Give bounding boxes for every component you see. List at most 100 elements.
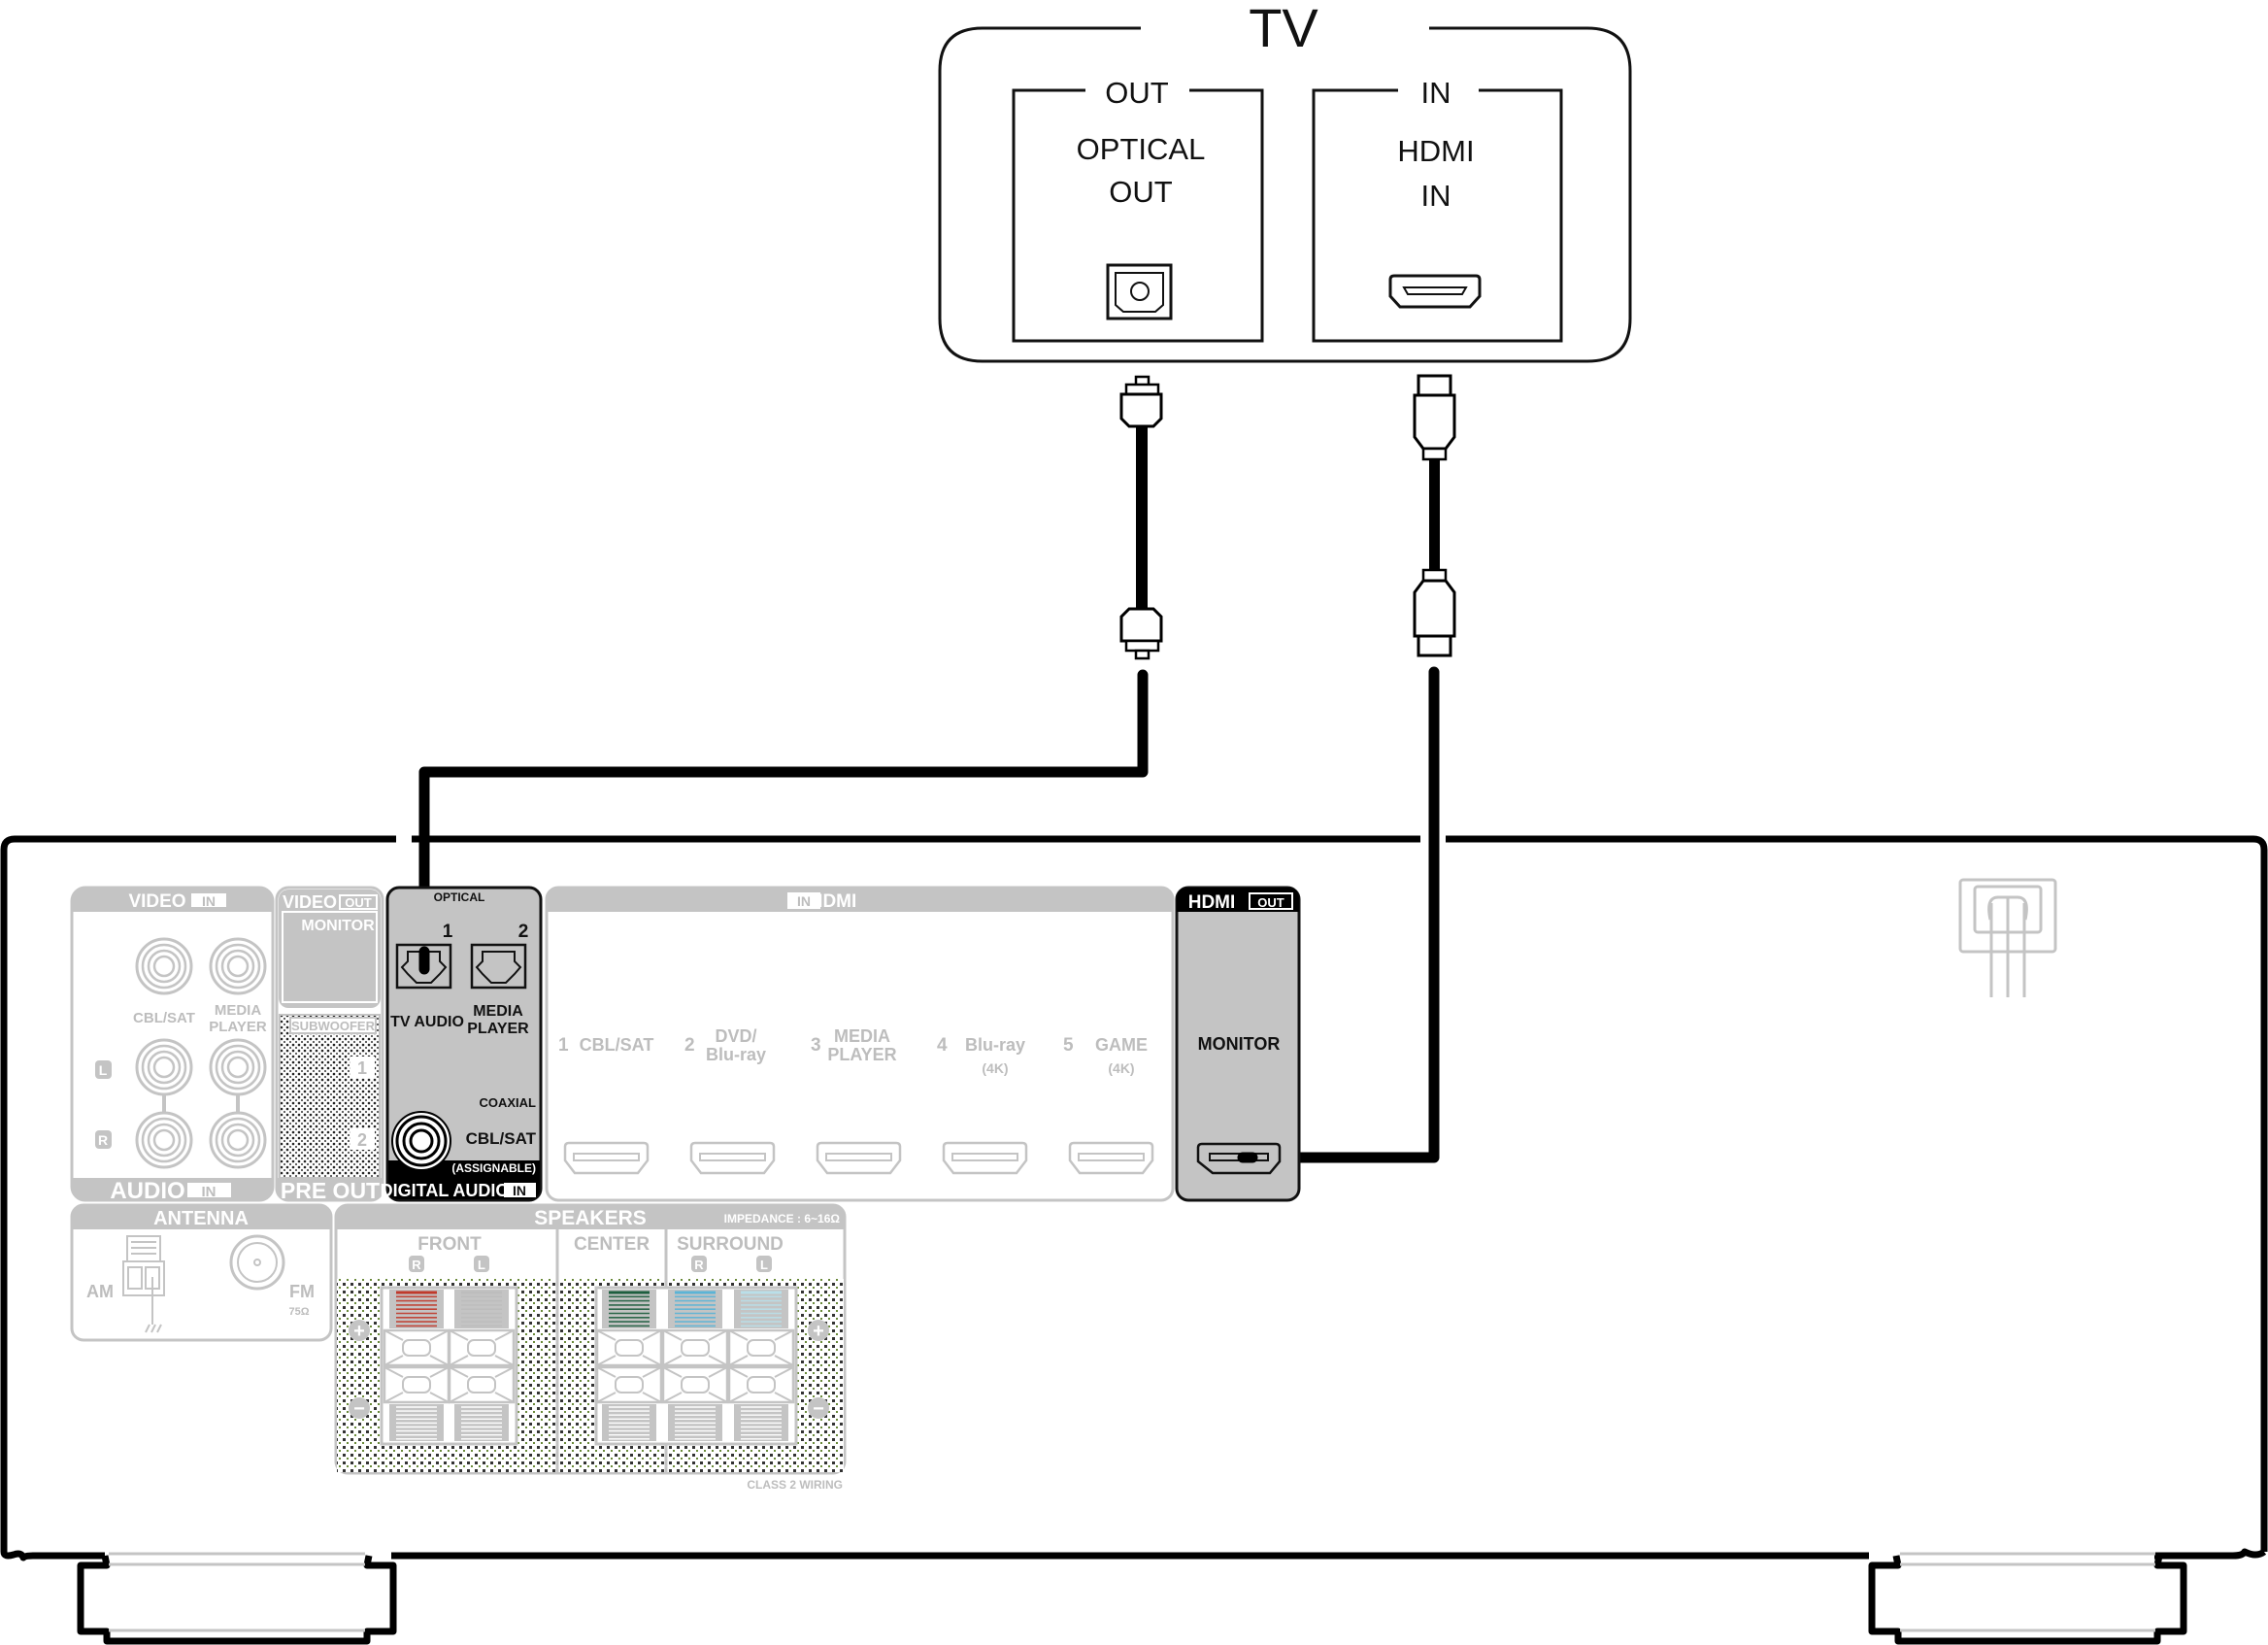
hdmi-in-badge: IN <box>797 893 811 909</box>
hdmi-in-number: 4 <box>937 1035 948 1056</box>
tv-in-panel: IN HDMI IN <box>1312 76 1563 343</box>
hdmi-out-header: HDMI <box>1188 892 1236 913</box>
svg-text:+: + <box>813 1321 824 1342</box>
speakers-header: SPEAKERS <box>534 1207 647 1229</box>
video-out-header: VIDEO <box>283 892 337 912</box>
digital-audio-in-panel: OPTICAL 1 2 TV AUDIO MEDIA PLAYER COAXIA… <box>381 886 543 1202</box>
optical-label: OPTICAL <box>434 890 485 904</box>
video-in-header: VIDEO <box>128 891 185 912</box>
video-out-monitor-label: MONITOR <box>301 918 375 934</box>
svg-text:R: R <box>412 1258 421 1272</box>
plus-sign-left: + <box>349 1320 370 1342</box>
hdmi-in-label: CBL/SAT <box>580 1035 654 1055</box>
video-out-pre-out-panel: VIDEO OUT MONITOR SUBWOOFER 1 2 PRE OUT <box>275 886 384 1203</box>
svg-text:+: + <box>353 1321 365 1342</box>
hdmi-out-panel: HDMI OUT MONITOR <box>1175 886 1301 1202</box>
optical-port-2-number: 2 <box>518 922 529 942</box>
speaker-terminal-front-l[interactable] <box>448 1290 516 1441</box>
tv-out-frame <box>1012 88 1264 343</box>
video-in-media-label-1: MEDIA <box>215 1002 262 1019</box>
speaker-terminal-front-r[interactable] <box>383 1290 450 1441</box>
hdmi-in-4-port[interactable] <box>942 1141 1028 1175</box>
audio-in-badge-bg <box>187 1183 231 1197</box>
video-in-cbl-sat-jack[interactable] <box>135 937 193 995</box>
coaxial-in-jack[interactable] <box>391 1111 451 1171</box>
hdmi-in-1-port[interactable] <box>563 1141 650 1175</box>
hdmi-in-number: 3 <box>811 1035 821 1056</box>
assignable-label: (ASSIGNABLE) <box>451 1161 536 1175</box>
hdmi-in-label-line1: MEDIA <box>834 1026 890 1046</box>
svg-text:−: − <box>813 1398 824 1420</box>
speakers-panel: SPEAKERS IMPEDANCE : 6~16Ω FRONT CENTER … <box>334 1203 847 1492</box>
am-terminal[interactable] <box>122 1235 165 1333</box>
speaker-terminal-surround-r[interactable] <box>661 1290 729 1441</box>
audio-in-media-player-r-jack[interactable] <box>209 1111 267 1169</box>
audio-in-cbl-sat-l-jack[interactable] <box>135 1038 193 1096</box>
optical-plug-top <box>1119 375 1163 428</box>
subwoofer-label: SUBWOOFER <box>291 1019 376 1033</box>
audio-in-media-player-l-jack[interactable] <box>209 1038 267 1096</box>
coaxial-input-label: CBL/SAT <box>466 1129 537 1148</box>
speaker-terminal-center[interactable] <box>595 1290 663 1441</box>
audio-in-footer: AUDIO <box>110 1178 184 1204</box>
tv-optical-out-port[interactable] <box>1106 263 1173 320</box>
receiver-bottom-edge <box>0 1548 2267 1561</box>
tv-outline <box>938 26 1632 363</box>
digital-audio-badge: IN <box>513 1183 526 1198</box>
tv-hdmi-label-2: IN <box>1421 179 1451 213</box>
optical-plug-bottom <box>1119 607 1163 660</box>
audio-in-badge: IN <box>202 1184 217 1200</box>
optical-cable <box>418 375 1163 975</box>
hdmi-out-monitor-label: MONITOR <box>1198 1034 1281 1054</box>
hdmi-in-header: HDMI <box>810 891 857 912</box>
video-in-media-label-2: PLAYER <box>209 1019 267 1035</box>
tv-out-header: OUT <box>1105 76 1169 110</box>
video-out-badge: OUT <box>345 895 372 910</box>
hdmi-in-sublabel: (4K) <box>982 1060 1008 1076</box>
svg-text:L: L <box>760 1258 768 1272</box>
tv-hdmi-in-port[interactable] <box>1388 274 1482 309</box>
speaker-badge-l: L <box>756 1256 772 1272</box>
digital-audio-badge-bg <box>504 1183 536 1197</box>
hdmi-in-label-line1: DVD/ <box>715 1026 756 1046</box>
video-in-badge: IN <box>202 893 216 909</box>
speaker-badge-r: R <box>409 1256 424 1272</box>
optical-in-2-port[interactable] <box>470 943 527 990</box>
optical-cable-run <box>418 669 1149 975</box>
speaker-terminal-surround-l[interactable] <box>727 1290 795 1441</box>
tv-device: TV OUT OPTICAL OUT IN HDMI IN <box>938 0 1632 363</box>
hdmi-cable-segment <box>1429 459 1440 570</box>
right-foot <box>1868 1552 2187 1645</box>
receiver-top-edge <box>0 835 2268 1552</box>
left-foot <box>77 1552 397 1645</box>
tv-in-frame <box>1312 88 1563 343</box>
hdmi-in-number: 5 <box>1063 1035 1074 1056</box>
plus-sign-right: + <box>808 1320 829 1342</box>
coaxial-label: COAXIAL <box>480 1095 537 1110</box>
audio-in-cbl-sat-r-jack[interactable] <box>135 1111 193 1169</box>
hdmi-in-5-port[interactable] <box>1068 1141 1154 1175</box>
tv-in-header: IN <box>1421 76 1451 110</box>
minus-sign-right: − <box>808 1397 829 1420</box>
speaker-group-front: FRONT <box>417 1234 482 1255</box>
video-in-media-player-jack[interactable] <box>209 937 267 995</box>
antenna-header: ANTENNA <box>153 1208 249 1229</box>
optical-port-1-label: TV AUDIO <box>390 1014 464 1030</box>
audio-r-badge-bg <box>95 1130 112 1149</box>
speaker-group-surround: SURROUND <box>677 1234 784 1255</box>
subwoofer-1-label: 1 <box>357 1058 367 1078</box>
video-in-cbl-sat-label: CBL/SAT <box>133 1010 195 1026</box>
class-2-wiring-note: CLASS 2 WIRING <box>747 1478 843 1492</box>
hdmi-in-2-port[interactable] <box>689 1141 776 1175</box>
fm-jack[interactable] <box>229 1234 285 1291</box>
hdmi-in-3-port[interactable] <box>816 1141 902 1175</box>
hdmi-out-badge: OUT <box>1257 895 1284 910</box>
hdmi-cable <box>1237 374 1456 1163</box>
hdmi-plug-bottom <box>1413 568 1456 657</box>
